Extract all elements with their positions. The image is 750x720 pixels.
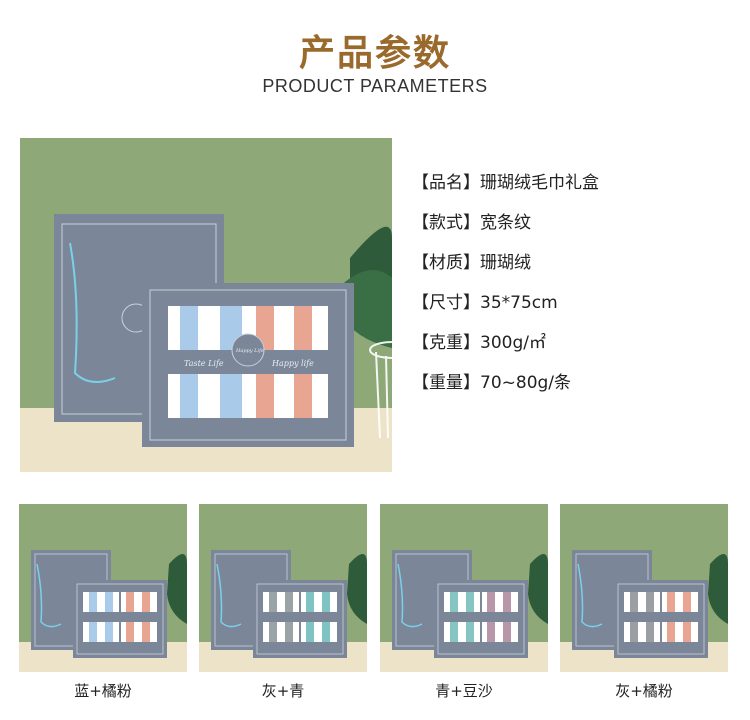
param-row-weight: 【重量】70~80g/条 xyxy=(412,373,572,393)
param-value: 300g/㎡ xyxy=(480,333,546,353)
section-title: 产品参数 xyxy=(298,33,451,74)
param-row-name: 【品名】珊瑚绒毛巾礼盒 xyxy=(412,173,599,193)
param-value: 宽条纹 xyxy=(480,213,531,233)
param-value: 35*75cm xyxy=(480,293,558,313)
param-row-gsm: 【克重】300g/㎡ xyxy=(412,333,546,353)
param-label: 重量 xyxy=(429,373,463,393)
variant-image xyxy=(380,504,548,672)
param-label: 品名 xyxy=(429,173,463,193)
parameter-list: 【品名】珊瑚绒毛巾礼盒 【款式】宽条纹 【材质】珊瑚绒 【尺寸】35*75cm … xyxy=(412,168,742,408)
variant-image xyxy=(19,504,187,672)
param-value: 珊瑚绒 xyxy=(480,253,531,273)
box-label-right: Happy life xyxy=(271,359,314,368)
variant-caption: 灰+橘粉 xyxy=(615,682,673,700)
param-row-style: 【款式】宽条纹 xyxy=(412,213,531,233)
gift-box-image: Taste Life Happy life Happy Life xyxy=(20,138,392,472)
param-label: 材质 xyxy=(429,253,463,273)
variant-image xyxy=(199,504,367,672)
variant-caption: 灰+青 xyxy=(261,682,305,700)
variant-caption: 青+豆沙 xyxy=(435,682,493,700)
variant-thumbnail-1[interactable] xyxy=(19,504,187,672)
main-product-photo: Taste Life Happy life Happy Life xyxy=(20,138,392,472)
param-row-material: 【材质】珊瑚绒 xyxy=(412,253,531,273)
param-label: 尺寸 xyxy=(429,293,463,313)
variant-thumbnail-4[interactable] xyxy=(560,504,728,672)
box-label-left: Taste Life xyxy=(184,359,224,368)
variant-image xyxy=(560,504,728,672)
variant-caption: 蓝+橘粉 xyxy=(74,682,132,700)
param-row-size: 【尺寸】35*75cm xyxy=(412,293,558,313)
variant-thumbnail-2[interactable] xyxy=(199,504,367,672)
param-value: 70~80g/条 xyxy=(480,373,572,393)
variant-thumbnail-3[interactable] xyxy=(380,504,548,672)
box-seal-label: Happy Life xyxy=(235,348,264,354)
param-label: 款式 xyxy=(429,213,463,233)
section-subtitle: PRODUCT PARAMETERS xyxy=(262,76,488,96)
param-label: 克重 xyxy=(429,333,463,353)
param-value: 珊瑚绒毛巾礼盒 xyxy=(480,173,599,193)
